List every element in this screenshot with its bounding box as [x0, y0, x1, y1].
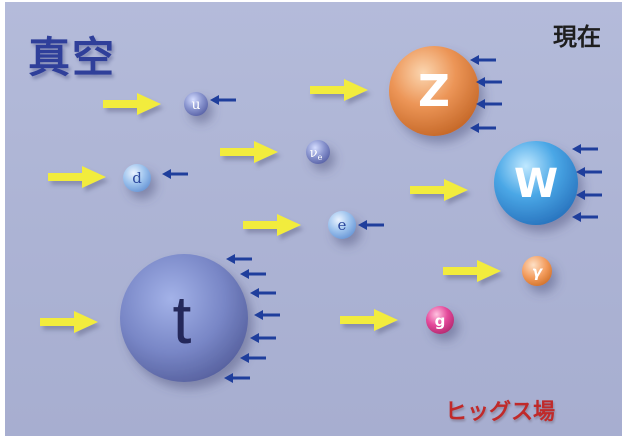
yellow-arrow-nu [220, 141, 278, 163]
particle-w [494, 141, 578, 225]
particle-gamma [522, 256, 552, 286]
blue-arrow-t-3 [250, 288, 276, 298]
blue-arrow-d [162, 169, 188, 179]
blue-arrow-t-7 [224, 373, 250, 383]
label-gamma: γ [532, 263, 544, 281]
label-e: e [338, 216, 347, 234]
blue-arrow-t-5 [250, 333, 276, 343]
blue-arrow-e [358, 220, 384, 230]
yellow-arrow-u [103, 93, 161, 115]
vacuum-label: 真空 [28, 33, 117, 82]
particle-z [389, 46, 479, 136]
yellow-arrow-d [48, 166, 106, 188]
blue-arrow-w-4 [572, 212, 598, 222]
yellow-arrow-z [310, 79, 368, 101]
blue-arrow-z-2 [476, 77, 502, 87]
label-u: u [191, 97, 200, 113]
blue-arrow-z-1 [470, 55, 496, 65]
blue-arrow-t-6 [240, 353, 266, 363]
blue-arrow-z-4 [470, 123, 496, 133]
blue-arrow-t-4 [254, 310, 280, 320]
yellow-arrow-gamma [443, 260, 501, 282]
particle-nu-e [306, 140, 330, 164]
blue-arrow-w-2 [576, 167, 602, 177]
particle-u [184, 92, 208, 116]
higgs-field-label: ヒッグス場 [445, 400, 556, 425]
yellow-arrow-e [243, 214, 301, 236]
blue-arrow-t-2 [240, 269, 266, 279]
label-nu: ν [310, 146, 318, 161]
particle-e [328, 211, 356, 239]
label-nu-sub: e [318, 153, 323, 162]
yellow-arrow-t [40, 311, 98, 333]
yellow-arrow-w [410, 179, 468, 201]
blue-arrow-w-1 [572, 144, 598, 154]
label-d: d [132, 169, 142, 187]
label-z: Z [418, 66, 450, 117]
particle-d [123, 164, 151, 192]
blue-arrow-w-3 [576, 190, 602, 200]
label-g: g [435, 312, 446, 330]
label-nu-e: νe [310, 146, 323, 162]
label-t: t [173, 282, 192, 358]
blue-arrow-t-1 [226, 254, 252, 264]
particles [120, 46, 578, 382]
label-w: W [514, 161, 558, 207]
blue-arrow-u [210, 95, 236, 105]
particle-g [426, 306, 454, 334]
particle-t [120, 254, 248, 382]
yellow-arrow-g [340, 309, 398, 331]
blue-arrow-z-3 [476, 99, 502, 109]
present-label: 現在 [553, 23, 601, 51]
